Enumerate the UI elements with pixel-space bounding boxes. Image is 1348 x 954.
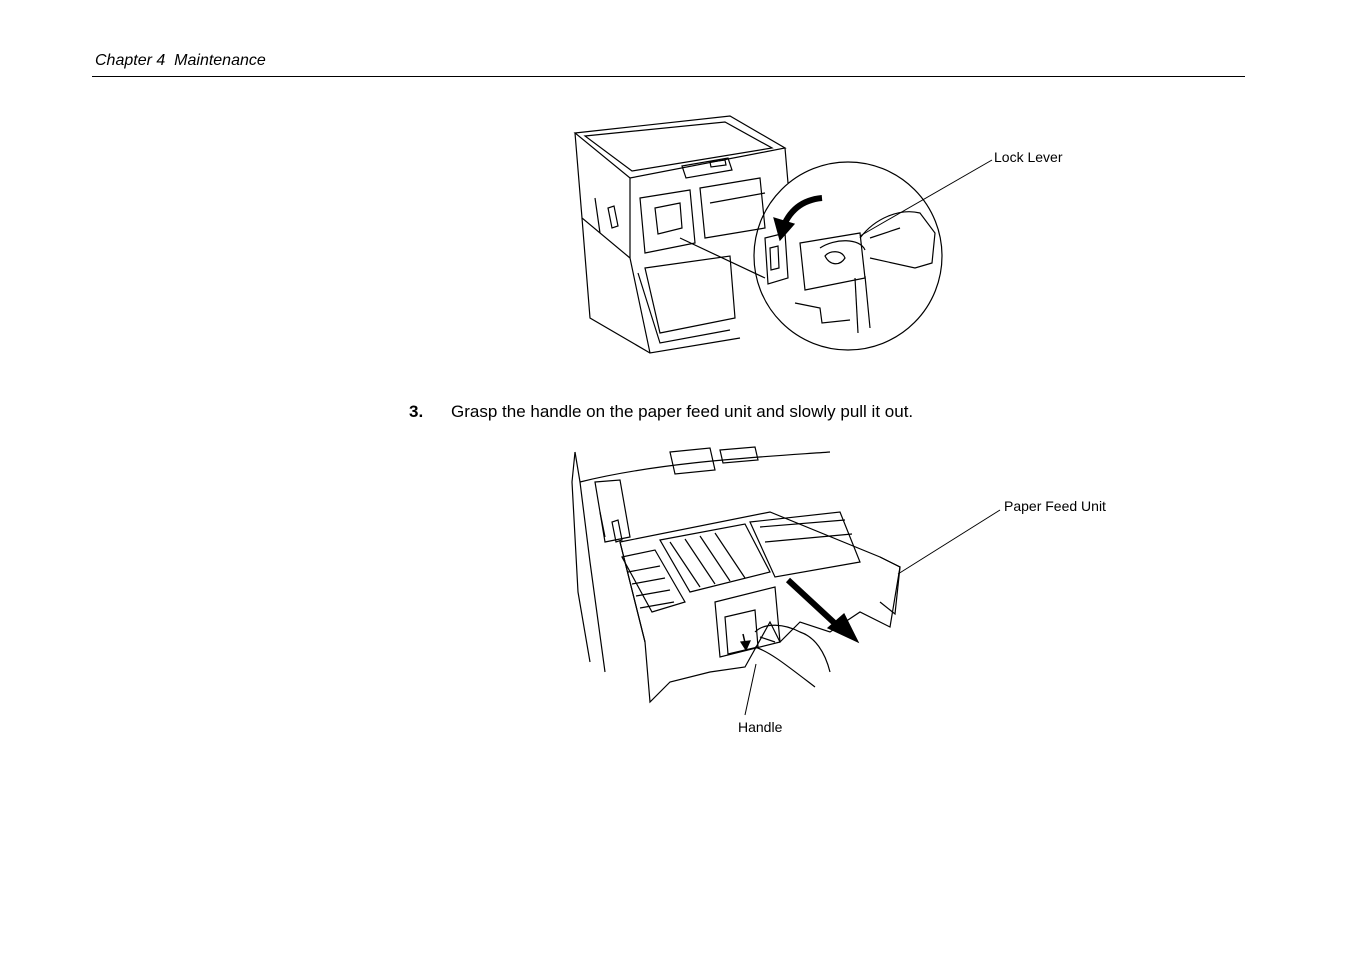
callout-lock-lever: Lock Lever [994,149,1063,165]
header-rule [92,76,1245,77]
step-text: Grasp the handle on the paper feed unit … [451,402,914,421]
running-header: Chapter 4 Maintenance [95,52,266,69]
step-3: 3. Grasp the handle on the paper feed un… [409,402,913,422]
step-number: 3. [409,402,424,421]
figure-paper-feed-unit [560,442,1130,742]
paper-feed-unit-illustration [560,442,1130,742]
callout-paper-feed-unit: Paper Feed Unit [1004,498,1106,514]
printer-lock-lever-illustration [560,108,1080,363]
callout-handle: Handle [738,719,783,735]
figure-lock-lever [560,108,1080,363]
